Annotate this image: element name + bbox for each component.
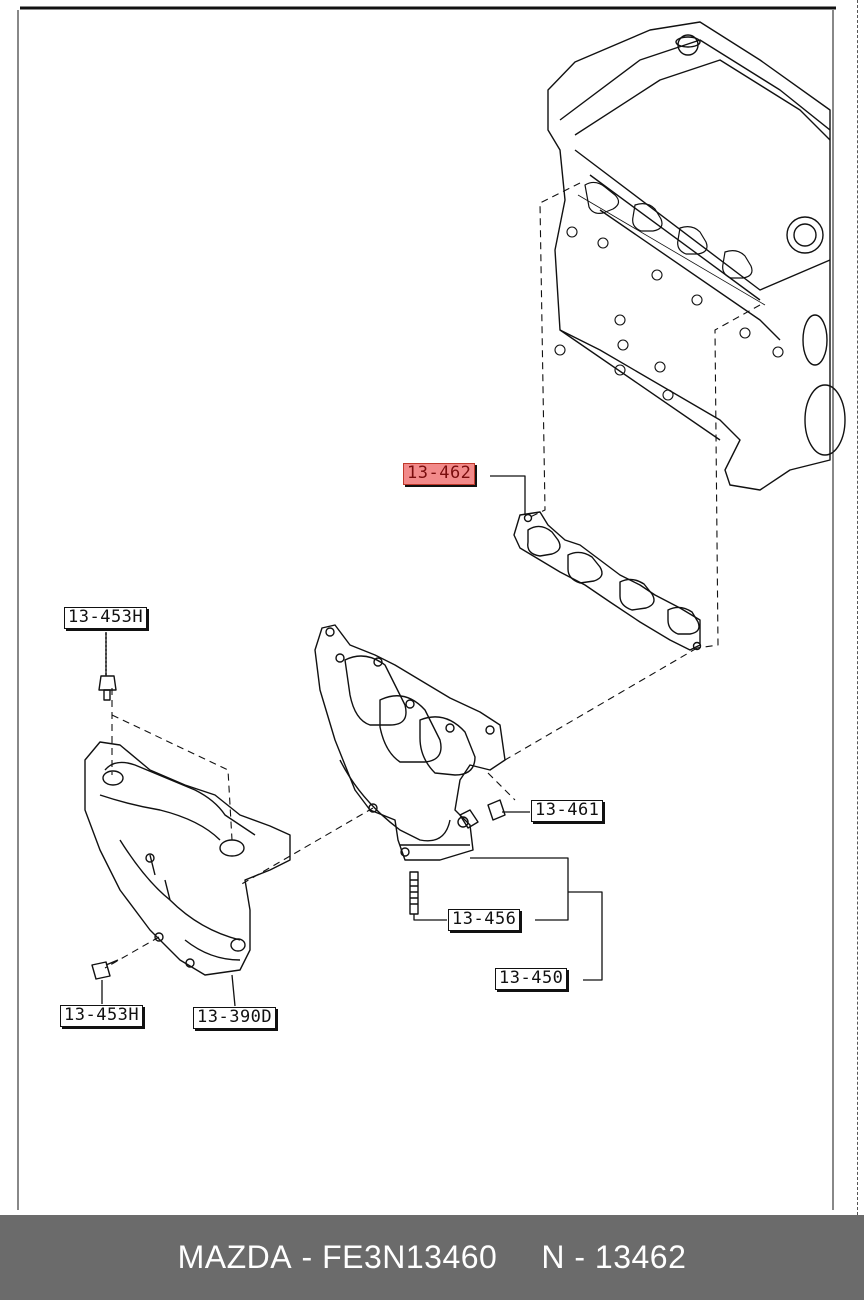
part-label-bolt-bottom[interactable]: 13-453H [60, 1005, 144, 1027]
footer-part-number: FE3N13460 [322, 1239, 498, 1275]
exploded-parts-diagram [17, 6, 846, 1210]
part-label-manifold[interactable]: 13-450 [495, 968, 568, 990]
part-label-stud[interactable]: 13-456 [448, 909, 521, 931]
engine-block-drawing [547, 21, 846, 491]
gasket-drawing [513, 511, 702, 651]
footer-bar: MAZDA - FE3N13460 N - 13462 [0, 1215, 864, 1300]
exhaust-manifold-drawing [314, 624, 506, 861]
page-edge [857, 0, 864, 1215]
heat-insulator-drawing [84, 741, 291, 976]
footer-make: MAZDA [177, 1239, 293, 1275]
part-label-gasket[interactable]: 13-462 [403, 463, 476, 485]
guide-lines [104, 182, 761, 969]
part-label-bolt-top[interactable]: 13-453H [64, 607, 148, 629]
leader-lines [101, 475, 603, 1007]
footer-ref-number: N - 13462 [541, 1239, 687, 1275]
part-label-insulator[interactable]: 13-390D [193, 1007, 277, 1029]
part-label-nut[interactable]: 13-461 [531, 800, 604, 822]
footer-separator: - [301, 1239, 313, 1275]
fasteners-drawing [91, 633, 506, 980]
